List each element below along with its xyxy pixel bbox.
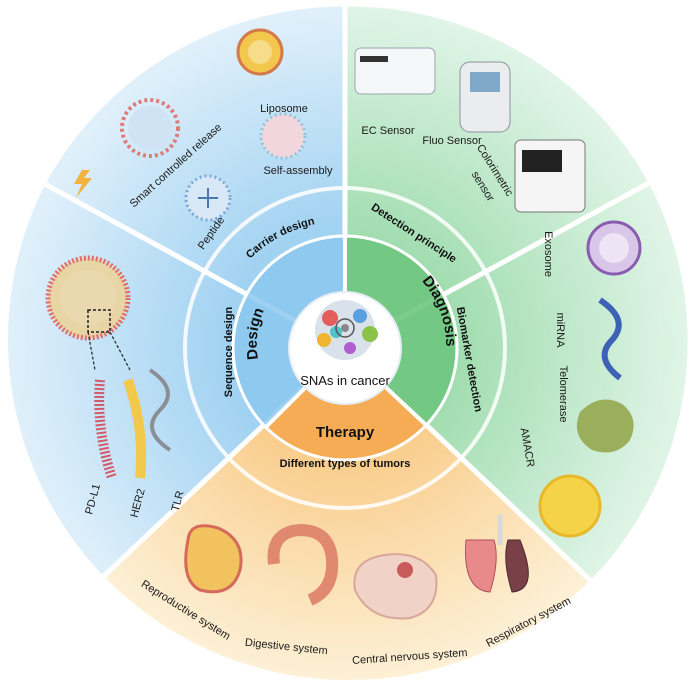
center-label: SNAs in cancer bbox=[300, 373, 390, 388]
biomarker-item-exosome: Exosome bbox=[542, 231, 554, 277]
micelle-icon bbox=[120, 98, 180, 158]
brain-icon bbox=[353, 553, 438, 620]
digestive-organ-icon bbox=[267, 523, 339, 606]
detection-item-ec-sensor: EC Sensor bbox=[361, 125, 415, 137]
reproductive-organ-icon bbox=[184, 524, 243, 594]
mirna-icon bbox=[598, 297, 622, 381]
dna-strands-icon bbox=[94, 368, 172, 480]
carrier-item-self-assembly: Self-assembly bbox=[263, 165, 333, 177]
subsection-ring bbox=[183, 186, 507, 510]
therapy-wedge bbox=[98, 344, 596, 686]
sna-particle-icon bbox=[45, 255, 131, 371]
fluo-sensor-icon bbox=[459, 61, 511, 133]
sequence-item-tlr: TLR bbox=[170, 490, 187, 513]
colorimetric-sensor-icon bbox=[514, 139, 586, 213]
lightning-icon bbox=[74, 170, 92, 198]
biomarker-item-telomerase: Telomerase bbox=[557, 366, 569, 423]
detection-item-fluo-sensor: Fluo Sensor bbox=[422, 135, 482, 147]
section-therapy: Therapy bbox=[316, 424, 375, 441]
biomarker-item-mirna: miRNA bbox=[554, 313, 566, 348]
design-carrier-wedge bbox=[39, 1, 348, 353]
subsection-sequence-design: Sequence design bbox=[223, 306, 235, 397]
ec-sensor-icon bbox=[354, 47, 436, 95]
sna-nanoparticle-icon bbox=[315, 300, 378, 360]
amacr-icon bbox=[538, 474, 602, 538]
design-band bbox=[233, 236, 345, 427]
diagnosis-biomarker-wedge bbox=[340, 178, 690, 586]
exosome-icon bbox=[586, 220, 642, 276]
diagnosis-band bbox=[345, 236, 457, 425]
carrier-item-liposome: Liposome bbox=[260, 103, 308, 115]
peptide-icon bbox=[184, 174, 232, 222]
telomerase-icon bbox=[576, 399, 634, 453]
subsection-tumor-types: Different types of tumors bbox=[280, 458, 411, 470]
lungs-icon bbox=[465, 515, 529, 593]
liposome-icon bbox=[236, 28, 284, 76]
self-assembly-icon bbox=[259, 112, 307, 160]
